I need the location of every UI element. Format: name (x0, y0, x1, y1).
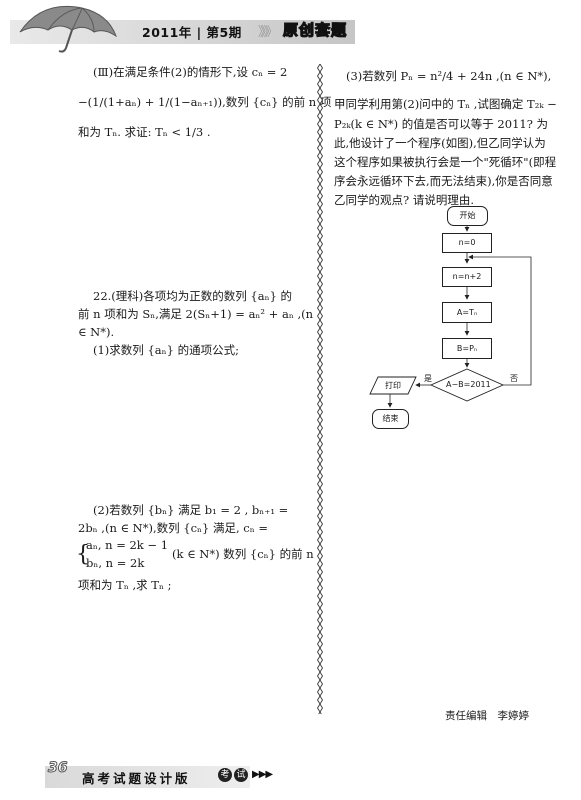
flow-yes: 是 (424, 374, 432, 383)
flow-assign-b: B=Pₙ (442, 338, 492, 359)
issue-label: 2011年 | 第5期 (142, 25, 242, 40)
left-p3-line3: 和为 Tₙ. 求证: Tₙ < 1/3 . (78, 125, 211, 139)
flow-no: 否 (510, 374, 518, 383)
flow-decision: A−B=2011 (446, 380, 491, 389)
right-p3-line7: 乙同学的观点? 请说明理由. (334, 193, 474, 207)
header-arrows: 》》》 (258, 25, 278, 40)
cases-brace: { (76, 542, 90, 567)
q22-part1: (1)求数列 {aₙ} 的通项公式; (93, 343, 239, 357)
right-p3-line3: P₂ₖ(k ∈ N*) 的值是否可以等于 2011? 为 (334, 117, 549, 131)
footer-band (45, 766, 250, 788)
umbrella-icon (19, 5, 117, 53)
q22-part2-line4: 项和为 Tₙ ,求 Tₙ ; (78, 578, 172, 592)
q22-part2-line1: (2)若数列 {bₙ} 满足 b₁ = 2 , bₙ₊₁ = (93, 503, 289, 517)
q22-part2-line3: (k ∈ N*) 数列 {cₙ} 的前 n (172, 547, 314, 561)
footer-badge-shi: 试 (234, 768, 248, 782)
right-p3-line1: (3)若数列 Pₙ = n²/4 + 24n ,(n ∈ N*), (346, 69, 552, 83)
flow-assign-a: A=Tₙ (442, 302, 492, 323)
footer-arrows: ▶▶▶ (252, 769, 273, 780)
right-p3-line5: 这个程序如果被执行会是一个"死循环"(即程 (334, 155, 557, 169)
page-number: 36 (47, 760, 68, 777)
q22-line1: 22.(理科)各项均为正数的数列 {aₙ} 的 (93, 289, 293, 303)
right-p3-line2: 甲同学利用第(2)问中的 Tₙ ,试图确定 T₂ₖ − (334, 97, 557, 111)
editor-credit: 责任编辑 李婷婷 (445, 710, 529, 722)
cases-line2: bₙ, n = 2k (86, 556, 145, 570)
right-p3-line6: 序会永远循环下去,而无法结束),你是否同意 (334, 174, 553, 188)
flow-end: 结束 (372, 409, 409, 429)
cases-line1: aₙ, n = 2k − 1 (86, 538, 169, 552)
footer-badge-kao: 考 (218, 768, 232, 782)
left-p3-line2: −(1/(1+aₙ) + 1/(1−aₙ₊₁)),数列 {cₙ} 的前 n 项 (78, 95, 332, 109)
footer-title: 高考试题设计版 (82, 771, 191, 786)
flow-print: 打印 (385, 381, 401, 390)
q22-part2-line2: 2bₙ ,(n ∈ N*),数列 {cₙ} 满足, cₙ = (78, 521, 269, 535)
flow-start: 开始 (447, 206, 488, 226)
q22-line3: ∈ N*). (78, 325, 115, 339)
left-p3-line1: (Ⅲ)在满足条件(2)的情形下,设 cₙ = 2 (93, 65, 288, 79)
column-title: 原创套题 (282, 20, 348, 39)
q22-line2: 前 n 项和为 Sₙ,满足 2(Sₙ+1) = aₙ² + aₙ ,(n (78, 307, 314, 321)
flow-init: n=0 (442, 233, 492, 253)
column-divider (317, 64, 323, 714)
flowchart-connectors (369, 226, 532, 408)
flow-step: n=n+2 (442, 267, 492, 287)
right-p3-line4: 此,他设计了一个程序(如图),但乙同学认为 (334, 136, 546, 150)
